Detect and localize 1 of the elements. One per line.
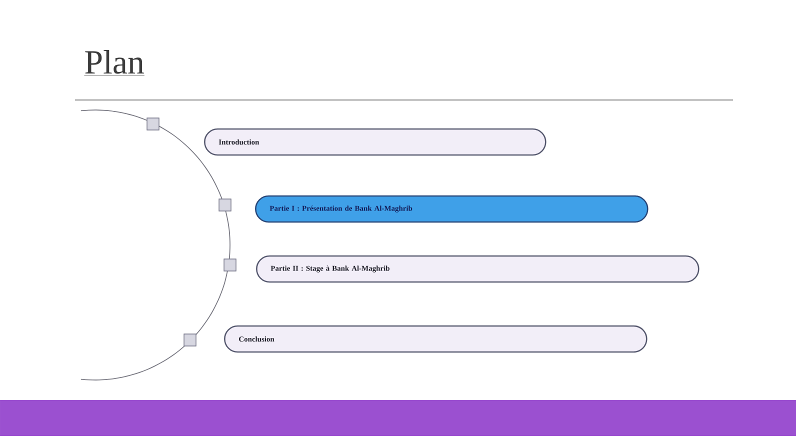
title: Plan [84,50,145,76]
